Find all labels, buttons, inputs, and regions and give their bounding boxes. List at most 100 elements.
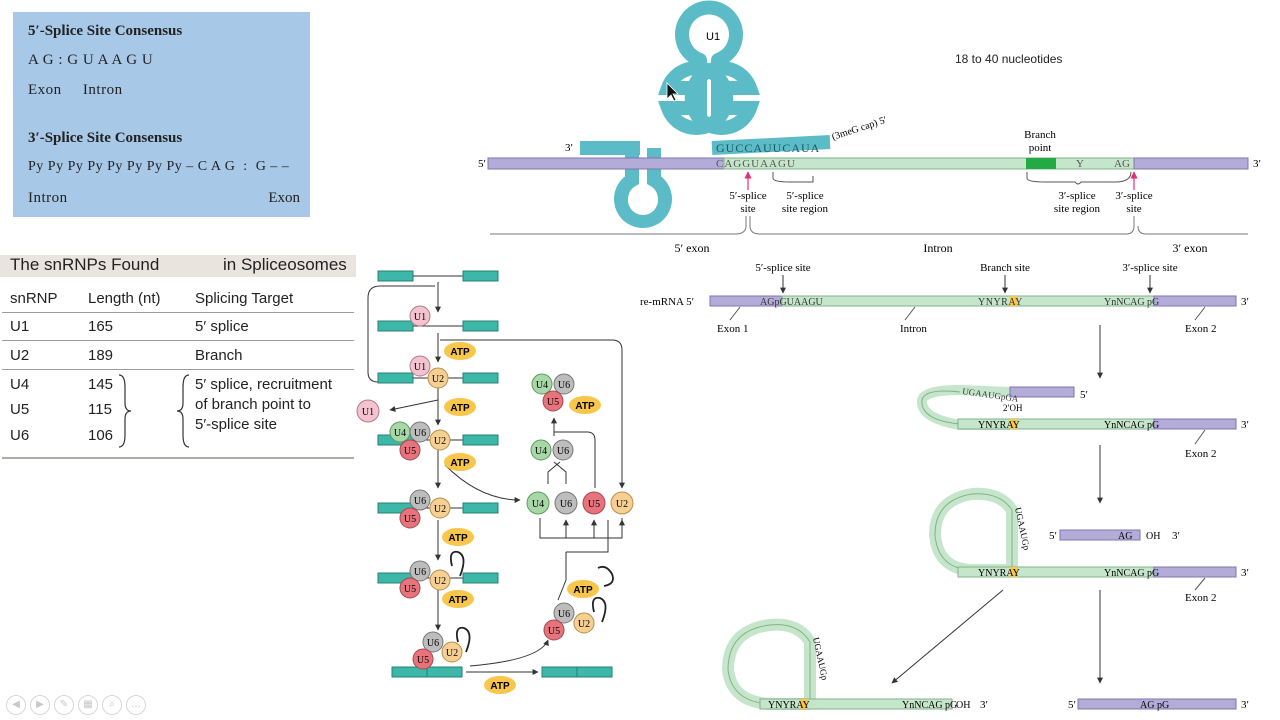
u4-particle: U4 — [530, 439, 552, 461]
row-length: 145 — [88, 376, 114, 393]
seq-three-3: YnNCAG pG — [902, 700, 957, 711]
u1-particle: U1 — [409, 355, 431, 377]
svg-text:U6: U6 — [558, 609, 570, 620]
u5-particle: U5 — [399, 577, 421, 599]
five-splice-region-label: site region — [782, 203, 829, 215]
next-slide-icon[interactable]: ▶ — [30, 695, 50, 715]
table-rule — [2, 369, 354, 370]
zoom-icon[interactable]: ⌕ — [102, 695, 122, 715]
svg-text:U2: U2 — [434, 436, 446, 447]
atp-badge: ATP — [484, 676, 516, 694]
seq-branch-1: YNYRAY — [978, 420, 1020, 431]
u6-particle: U6 — [409, 421, 431, 443]
header-target: Splicing Target — [195, 290, 294, 307]
u6-particle: U6 — [409, 489, 431, 511]
u2-particle: U2 — [610, 491, 634, 515]
svg-text:U2: U2 — [578, 619, 590, 630]
group-target-line: of branch point to — [195, 396, 311, 413]
atp-badge: ATP — [444, 398, 476, 416]
spliceosome-cycle: ATP ATP ATP ATP ATP ATP ATP ATP U1 U1 U2… — [356, 270, 634, 694]
svg-text:U6: U6 — [557, 446, 569, 457]
svg-text:U5: U5 — [404, 584, 416, 595]
exon1-label: Exon 1 — [717, 323, 748, 335]
u1-three-prime: 3′ — [565, 142, 573, 154]
three-splice-region-label: 3′-splice — [1058, 190, 1095, 202]
three-prime-1: 3′ — [1241, 419, 1249, 431]
u5-particle: U5 — [542, 390, 564, 412]
row-length: 165 — [88, 318, 114, 335]
u2-particle: U2 — [429, 429, 451, 451]
u6-particle: U6 — [422, 631, 444, 653]
svg-text:U6: U6 — [560, 499, 572, 510]
splice-consensus-box: 5′-Splice Site Consensus A G : G U A A G… — [13, 12, 310, 217]
svg-text:U5: U5 — [547, 397, 559, 408]
three-exon-label: 3′ exon — [1173, 241, 1208, 255]
ligated-five-prime: 5′ — [1068, 699, 1076, 711]
slides-grid-icon[interactable]: ▦ — [78, 695, 98, 715]
table-rule — [2, 340, 354, 341]
pre-mrna-top: 5′ 3′ CAGGUAAGU Y AG Branch point 5′-spl… — [478, 129, 1261, 255]
exon2-label-2: Exon 2 — [1185, 592, 1216, 604]
svg-text:U2: U2 — [616, 499, 628, 510]
free-lariat-oh: OH — [956, 700, 970, 711]
more-options-icon[interactable]: … — [126, 695, 146, 715]
five-splice-sequence: A G : G U A A G U — [28, 52, 154, 68]
u2-particle: U2 — [441, 641, 463, 663]
five-exon-label: 5′ exon — [675, 241, 710, 255]
group-target-line: 5′ splice, recruitment — [195, 376, 333, 393]
atp-badge: ATP — [442, 590, 474, 608]
right-branch-label: Branch site — [980, 262, 1030, 274]
ag-oh-oh: OH — [1146, 531, 1160, 542]
three-splice-intron-label: Intron — [28, 190, 68, 206]
pen-icon[interactable]: ✎ — [54, 695, 74, 715]
svg-text:U5: U5 — [404, 514, 416, 525]
cursor-icon — [666, 82, 679, 102]
u6-particle: U6 — [553, 373, 575, 395]
svg-text:U1: U1 — [414, 362, 426, 373]
u5-particle: U5 — [543, 619, 565, 641]
svg-text:U5: U5 — [548, 626, 560, 637]
row-snrnp: U5 — [10, 401, 30, 418]
free-lariat-three-prime: 3′ — [980, 699, 988, 711]
u1-snrna-structure: U1 GUCCAUUCAUA (3meG cap) 5′ 3′ — [565, 0, 889, 229]
five-splice-region-label: 5′-splice — [786, 190, 823, 202]
svg-text:U5: U5 — [588, 499, 600, 510]
svg-text:ATP: ATP — [450, 458, 470, 469]
atp-badge: ATP — [444, 342, 476, 360]
table-rule — [2, 312, 354, 313]
three-splice-sequence: Py Py Py Py Py Py Py Py – C A G : G – – — [28, 159, 290, 174]
two-oh-label: 2′OH — [1003, 403, 1023, 413]
svg-text:ATP: ATP — [448, 533, 468, 544]
seq-five-splice: AGpGUAAGU — [760, 297, 824, 308]
seq-branch: YNYRAY — [978, 297, 1023, 308]
row-snrnp: U4 — [10, 376, 30, 393]
ligated-three-prime: 3′ — [1241, 699, 1249, 711]
three-prime-ag: 3′ — [1172, 530, 1180, 542]
atp-badge: ATP — [444, 453, 476, 471]
mrna-three-prime: 3′ — [1253, 158, 1261, 170]
row-snrnp: U6 — [10, 427, 30, 444]
row-length: 189 — [88, 347, 114, 364]
splicing-steps: 5′-splice site Branch site 3′-splice sit… — [640, 262, 1249, 711]
svg-text:U6: U6 — [558, 380, 570, 391]
table-title-left: The snRNPs Found — [10, 255, 160, 274]
five-splice-site-label: 5′-splice — [729, 190, 766, 202]
row-length: 106 — [88, 427, 114, 444]
svg-text:U5: U5 — [404, 446, 416, 457]
u2-particle: U2 — [429, 569, 451, 591]
branch-point-label: point — [1029, 142, 1052, 154]
prev-slide-icon[interactable]: ◀ — [6, 695, 26, 715]
header-snrnp: snRNP — [10, 290, 58, 307]
u5-particle: U5 — [399, 439, 421, 461]
cap-label: (3meG cap) 5′ — [831, 115, 889, 143]
u6-particle: U6 — [554, 491, 578, 515]
five-prime-2: 5′ — [1049, 530, 1057, 542]
row-target: Branch — [195, 347, 243, 364]
pre-mrna-label: re-mRNA 5′ — [640, 296, 694, 308]
three-prime-0: 3′ — [1241, 296, 1249, 308]
svg-text:ATP: ATP — [450, 347, 470, 358]
three-splice-region-label: site region — [1054, 203, 1101, 215]
row-snrnp: U1 — [10, 318, 30, 335]
seq-three-1: YnNCAG pG — [1104, 420, 1159, 431]
